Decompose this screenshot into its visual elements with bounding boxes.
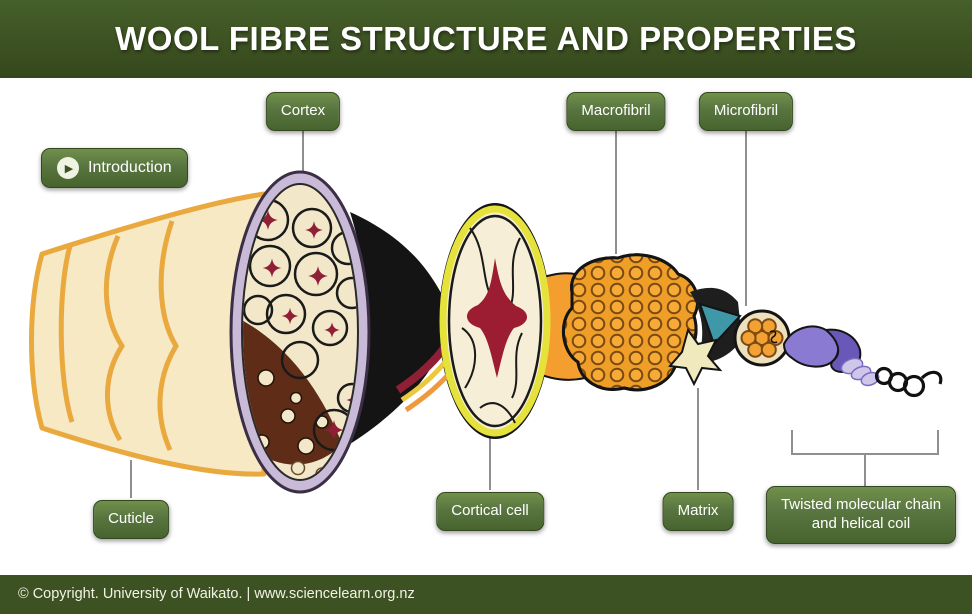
play-icon: ▶	[57, 157, 79, 179]
microfibril-illustration	[733, 309, 791, 367]
teal-wedge	[698, 302, 742, 346]
label-macrofibril[interactable]: Macrofibril	[566, 92, 666, 131]
label-matrix[interactable]: Matrix	[662, 492, 734, 531]
matrix-illustration	[668, 327, 723, 387]
label-cortical-cell[interactable]: Cortical cell	[436, 492, 544, 531]
label-twisted-chain[interactable]: Twisted molecular chain and helical coil	[765, 486, 957, 544]
helical-coil-illustration	[874, 366, 943, 398]
copyright-text: © Copyright. University of Waikato. | ww…	[18, 586, 415, 602]
introduction-label: Introduction	[88, 159, 172, 176]
twisted-chain-line1: Twisted molecular chain	[780, 496, 942, 513]
title-bar: WOOL FIBRE STRUCTURE AND PROPERTIES	[0, 0, 972, 78]
footer-bar: © Copyright. University of Waikato. | ww…	[0, 575, 972, 614]
page-title: WOOL FIBRE STRUCTURE AND PROPERTIES	[115, 20, 857, 57]
label-cuticle[interactable]: Cuticle	[93, 500, 169, 539]
twisted-chain-illustration	[782, 325, 880, 387]
cortical-cell-illustration	[439, 205, 551, 437]
connector-lines	[130, 130, 939, 498]
twisted-chain-bracket	[791, 430, 939, 486]
wool-fibre-diagram	[29, 130, 943, 498]
introduction-button[interactable]: ▶ Introduction	[41, 148, 188, 188]
macrofibril-illustration	[561, 253, 699, 392]
diagram-area: ▶ Introduction Cortex Macrofibril Microf…	[0, 78, 972, 575]
label-cortex[interactable]: Cortex	[265, 92, 341, 131]
label-microfibril[interactable]: Microfibril	[698, 92, 794, 131]
cortex-illustration	[229, 170, 371, 494]
twisted-chain-line2: and helical coil	[811, 514, 911, 532]
cuticle-illustration	[29, 191, 267, 477]
